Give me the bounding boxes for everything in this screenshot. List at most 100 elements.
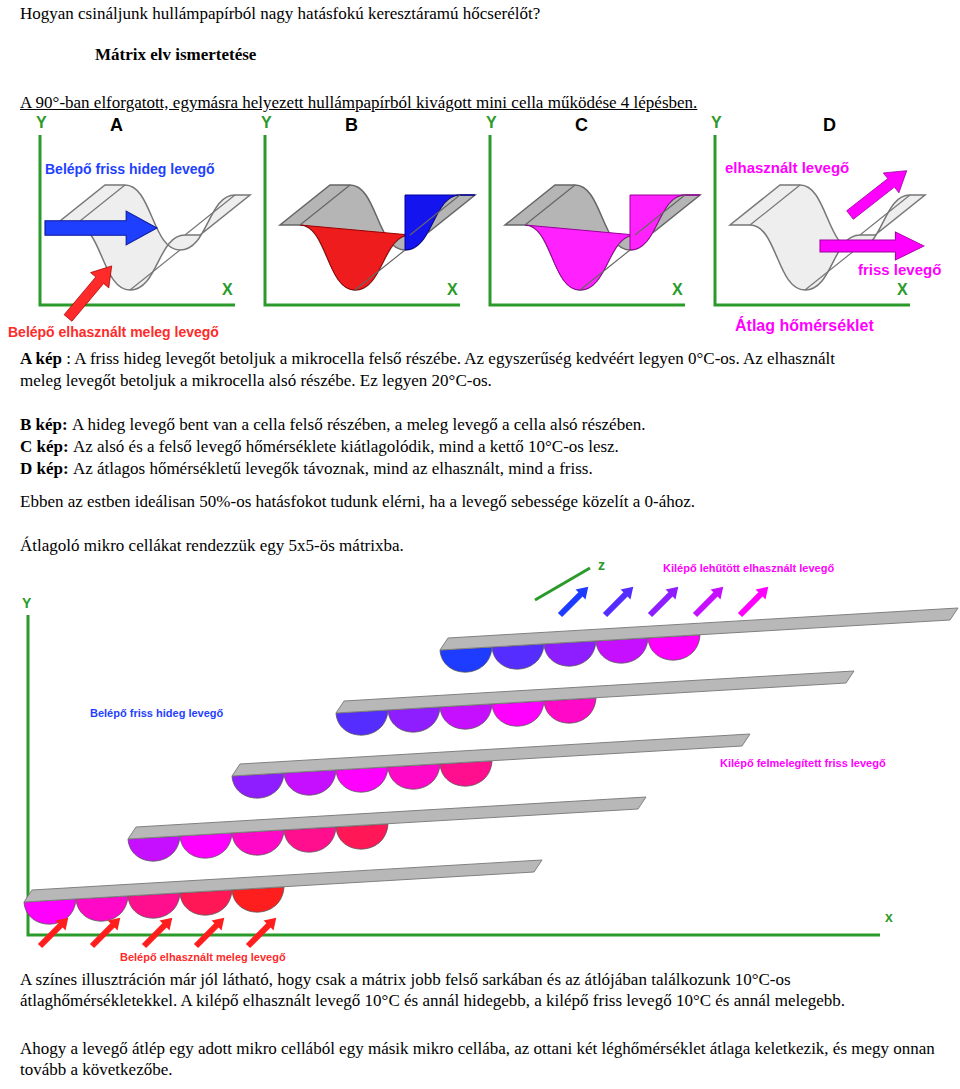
label-text: C <box>575 115 588 135</box>
svg-use <box>336 767 388 792</box>
axis-label: z <box>598 558 605 573</box>
svg-use <box>55 185 250 290</box>
svg-use <box>440 761 492 786</box>
svg-use <box>735 582 773 620</box>
svg-use <box>596 638 648 663</box>
svg-use <box>284 770 336 795</box>
svg-use <box>59 258 121 325</box>
flow-label: Kilépő lehűtött elhasznált levegő <box>663 562 834 574</box>
svg-use <box>690 582 728 620</box>
step-lead: D kép: <box>20 459 69 478</box>
svg-use <box>232 887 284 912</box>
label-text: elhasznált levegő <box>725 159 849 176</box>
svg-use <box>336 824 388 849</box>
svg-use <box>128 893 180 918</box>
svg-use <box>630 195 700 250</box>
svg-use <box>820 232 924 260</box>
flow-label: Belépő elhasznált meleg levegő <box>120 951 286 963</box>
label-text: Belépő elhasznált meleg levegő <box>120 951 286 963</box>
svg-use <box>300 185 460 290</box>
svg-use <box>600 582 638 620</box>
axis-label: X <box>672 281 683 299</box>
svg-polygon <box>336 671 854 713</box>
svg-use <box>180 890 232 915</box>
page-title: Hogyan csináljunk hullámpapírból nagy ha… <box>20 3 540 25</box>
label-text: A hideg levegő bent van a cella felső ré… <box>72 415 645 434</box>
label-text: Ahogy a levegő átlép egy adott mikro cel… <box>20 1039 935 1079</box>
label-text: Belépő friss hideg levegő <box>45 161 215 177</box>
label-text: z <box>598 557 605 573</box>
label-text: Y <box>711 114 722 131</box>
axis-label: Y <box>486 114 497 132</box>
flow-label: Átlag hőmérséklet <box>735 317 874 335</box>
label-text: x <box>885 909 893 925</box>
svg-use <box>388 764 440 789</box>
panel-c <box>490 135 700 305</box>
label-text: Belépő friss hideg levegő <box>90 707 223 719</box>
axis-label: x <box>885 910 893 925</box>
svg-use <box>139 913 177 951</box>
svg-use <box>505 185 700 290</box>
step-paragraph: A kép: A friss hideg levegőt betoljuk a … <box>20 348 880 392</box>
subheading: A 90°-ban elforgatott, egymásra helyezet… <box>20 92 697 114</box>
panel-letter: B <box>345 116 358 136</box>
svg-use <box>191 913 229 951</box>
step-lead: A kép <box>20 349 62 368</box>
svg-use <box>76 896 128 921</box>
label-text: A 90°-ban elforgatott, egymásra helyezet… <box>20 93 697 112</box>
svg-use <box>280 185 475 290</box>
axis-label: Y <box>711 114 722 132</box>
step-lead: B kép: <box>20 415 68 434</box>
svg-use <box>336 710 388 735</box>
svg-use <box>232 773 284 798</box>
panel-letter: D <box>823 116 836 136</box>
svg-use <box>842 161 914 225</box>
svg-use <box>405 195 475 250</box>
label-text: Belépő elhasznált meleg levegő <box>8 324 219 340</box>
panel-letter: A <box>110 116 123 136</box>
flow-label: elhasznált levegő <box>725 160 849 177</box>
step-paragraph: B kép:A hideg levegő bent van a cella fe… <box>20 414 945 436</box>
svg-use <box>525 225 635 290</box>
label-text: Y <box>486 114 497 131</box>
step-paragraph: D kép:Az átlagos hőmérsékletű levegők tá… <box>20 458 945 480</box>
label-text: Kilépő lehűtött elhasznált levegő <box>663 562 834 574</box>
svg-use <box>128 836 180 861</box>
label-text: Az alsó és a felső levegő hőmérséklete k… <box>73 437 619 456</box>
svg-use <box>525 185 685 290</box>
axis-label: Y <box>22 596 31 611</box>
svg-use <box>645 582 683 620</box>
svg-use <box>555 582 593 620</box>
svg-polygon <box>128 797 646 839</box>
svg-use <box>300 225 410 290</box>
label-text: B <box>345 115 358 135</box>
svg-use <box>492 701 544 726</box>
svg-use <box>243 913 281 951</box>
flow-label: Belépő friss hideg levegő <box>90 707 223 719</box>
svg-use <box>544 698 596 723</box>
label-text: X <box>222 281 233 298</box>
axis-label: Y <box>36 114 47 132</box>
svg-use <box>284 827 336 852</box>
label-text: A színes illusztráción már jól látható, … <box>20 970 845 1010</box>
section-heading: Mátrix elv ismertetése <box>95 44 256 66</box>
svg-use <box>232 830 284 855</box>
panel-b <box>265 135 475 305</box>
paragraph: Átlagoló mikro cellákat rendezzük egy 5x… <box>20 535 945 557</box>
label-text: Y <box>36 114 47 131</box>
label-text: Az átlagos hőmérsékletű levegők távoznak… <box>73 459 593 478</box>
svg-polygon <box>232 734 750 776</box>
step-paragraph: C kép:Az alsó és a felső levegő hőmérsék… <box>20 436 945 458</box>
axis-label: X <box>897 281 908 299</box>
svg-use <box>440 704 492 729</box>
svg-use <box>388 707 440 732</box>
paragraph: Ahogy a levegő átlép egy adott mikro cel… <box>20 1038 945 1080</box>
label-text: Kilépő felmelegített friss levegő <box>720 757 886 769</box>
label-text: Átlag hőmérséklet <box>735 317 874 334</box>
flow-label: friss levegő <box>858 262 941 279</box>
label-text: Ebben az estben ideálisan 50%-os hatásfo… <box>20 492 695 511</box>
label-text: Y <box>261 114 272 131</box>
svg-use <box>45 211 157 245</box>
svg-use <box>180 833 232 858</box>
panel-letter: C <box>575 116 588 136</box>
